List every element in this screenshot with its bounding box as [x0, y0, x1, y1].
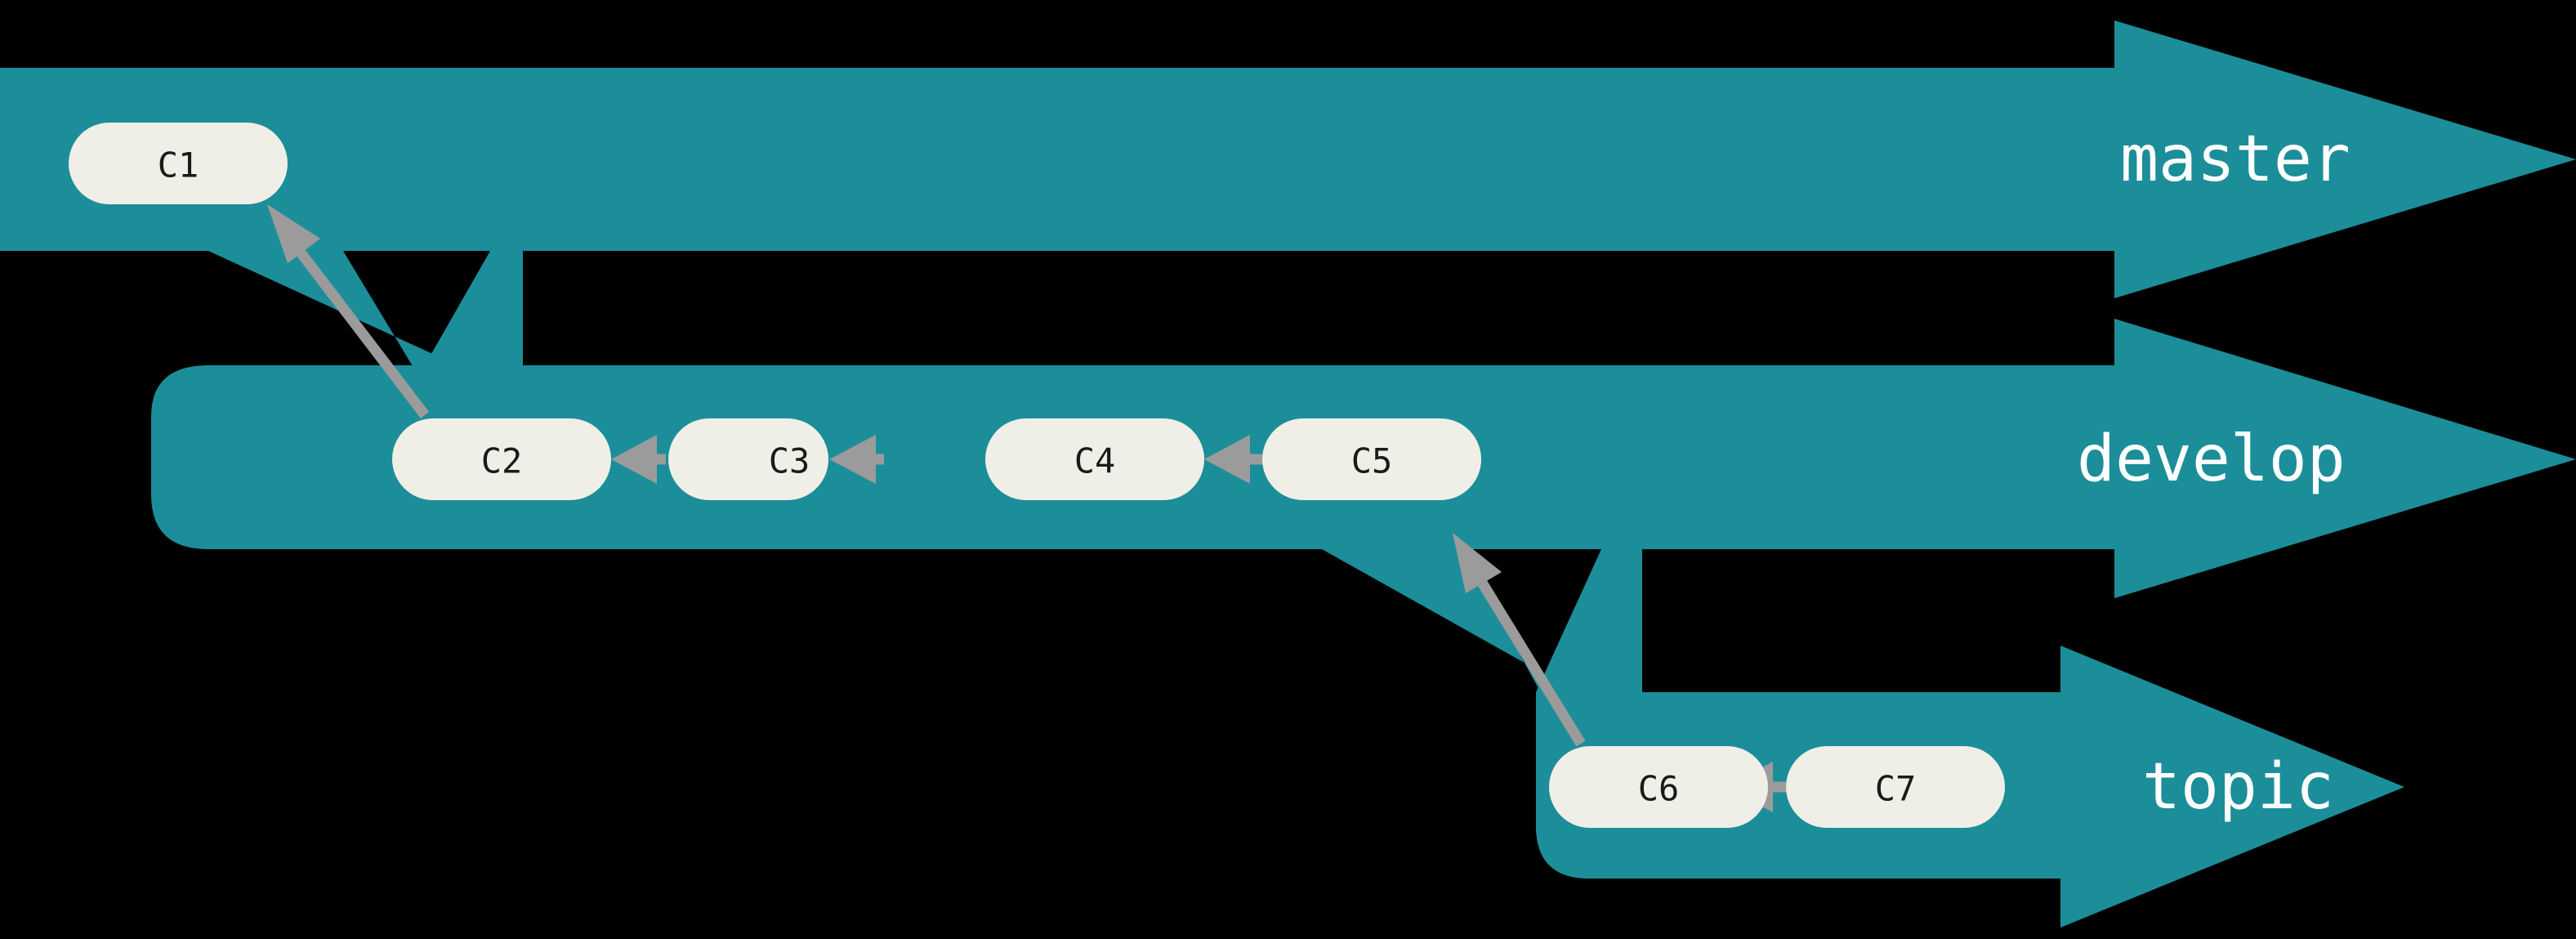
commit-node-c3[interactable]: C3 [668, 418, 828, 500]
commit-node-c6[interactable]: C6 [1549, 746, 1768, 828]
edge-c6-to-c5 [1453, 533, 1586, 747]
commit-node-c4[interactable]: C4 [985, 418, 1204, 500]
edge-c4-to-c3 [829, 435, 884, 484]
commit-node-c7[interactable]: C7 [1786, 746, 2005, 828]
commit-label: C6 [1638, 769, 1680, 809]
commit-shape[interactable] [1262, 418, 1481, 500]
commit-node-c5[interactable]: C5 [1262, 418, 1481, 500]
commit-shape[interactable] [1549, 746, 1768, 828]
edge-c2-to-c1 [267, 204, 430, 418]
branch-label-develop: develop [2077, 423, 2346, 496]
commit-label: C1 [158, 145, 199, 186]
edge-c3-to-c2 [611, 435, 666, 484]
commit-label: C5 [1351, 441, 1393, 481]
commit-shape[interactable] [69, 123, 288, 204]
commit-label: C4 [1074, 441, 1116, 481]
commit-node-c1[interactable]: C1 [69, 123, 288, 204]
commit-node-c2[interactable]: C2 [392, 418, 611, 500]
branch-band-master [0, 20, 2576, 549]
commit-label: C7 [1875, 769, 1917, 809]
commit-shape[interactable] [985, 418, 1204, 500]
branch-label-topic: topic [2142, 750, 2334, 824]
commit-shape[interactable] [1786, 746, 2005, 828]
commit-shape[interactable] [668, 418, 828, 500]
commit-label: C2 [481, 441, 523, 481]
edge-c5-to-c4 [1204, 435, 1262, 484]
branch-label-master: master [2120, 123, 2351, 196]
commit-label: C3 [769, 441, 810, 481]
commit-shape[interactable] [392, 418, 611, 500]
